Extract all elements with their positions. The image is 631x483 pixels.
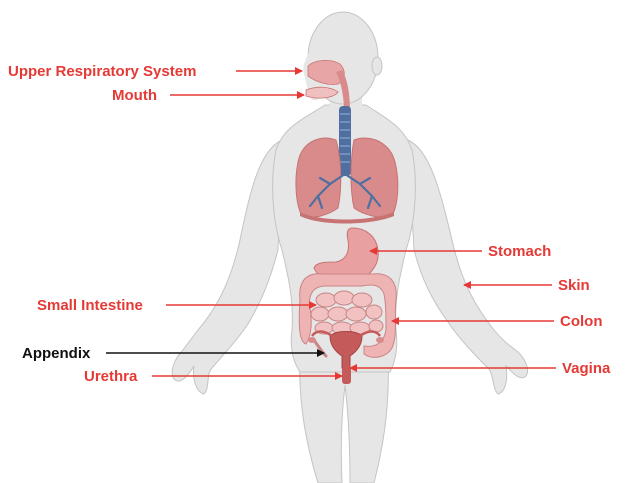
pharynx (336, 70, 350, 110)
upper-respiratory-label: Upper Respiratory System (8, 63, 196, 80)
urethra-label: Urethra (84, 368, 138, 385)
skin-label: Skin (558, 277, 590, 294)
reproductive-system (308, 330, 384, 384)
label-mouth: Mouth (112, 87, 305, 104)
small-intestine-organ (310, 290, 384, 335)
vagina-organ (342, 366, 351, 384)
bronchi (308, 172, 382, 210)
label-upper-respiratory: Upper Respiratory System (8, 63, 303, 80)
colon-label: Colon (560, 313, 603, 330)
stomach-organ (313, 227, 379, 283)
colon-organ (298, 273, 397, 358)
mouth-label: Mouth (112, 87, 157, 104)
trachea (339, 106, 351, 176)
label-skin: Skin (463, 277, 590, 294)
uterus-organ (329, 331, 363, 369)
label-appendix: Appendix (22, 345, 325, 362)
respiratory-system (295, 60, 399, 224)
label-stomach: Stomach (369, 243, 551, 260)
diaphragm (300, 212, 394, 224)
label-colon: Colon (391, 313, 603, 330)
trachea-rings (340, 113, 350, 163)
label-small-intestine: Small Intestine (37, 297, 317, 314)
left-lung (295, 137, 342, 218)
legs (299, 349, 389, 483)
right-arm (407, 139, 529, 395)
ovary-right (376, 337, 384, 343)
fallopian-tube-right (359, 330, 382, 338)
small-intestine-label: Small Intestine (37, 297, 143, 314)
vagina-label: Vagina (562, 360, 611, 377)
left-arm (171, 139, 283, 395)
label-urethra: Urethra (84, 368, 343, 385)
ovary-left (308, 337, 316, 343)
appendix-label: Appendix (22, 345, 91, 362)
ear (371, 56, 383, 76)
label-vagina: Vagina (349, 360, 611, 377)
fallopian-tube-left (310, 330, 333, 338)
digestive-system (298, 227, 397, 358)
mouth-cavity (305, 86, 339, 99)
stomach-label: Stomach (488, 243, 551, 260)
